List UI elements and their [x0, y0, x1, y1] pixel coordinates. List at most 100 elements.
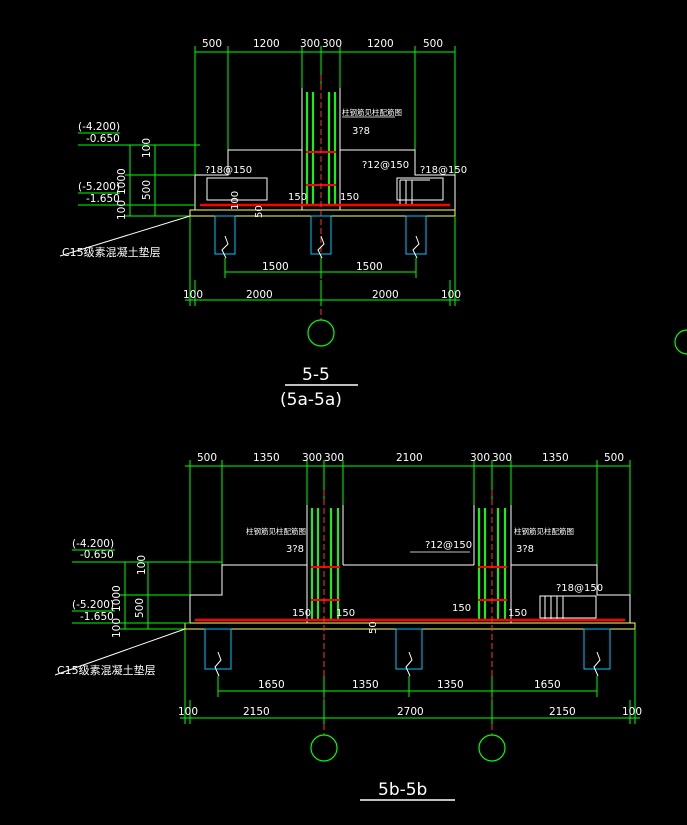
section-b-left-dim-3: 500: [134, 598, 146, 618]
section-b-column-bars-right: [478, 508, 506, 620]
section-a-stirrup-label: 3?8: [352, 126, 370, 137]
section-a-bedding-label: C15级素混凝土垫层: [62, 245, 161, 259]
section-a-hanger-bars: [399, 179, 430, 204]
section-b-bottom-dim-2: 2150: [243, 706, 270, 718]
section-b-pile-dim-lines: [217, 676, 598, 697]
section-b-level-1: (-4.200): [72, 538, 114, 550]
section-b-pile-breaks: [214, 651, 601, 677]
section-a-top-dim-3: 300: [300, 38, 320, 50]
section-b-title: 5b-5b: [378, 780, 427, 800]
section-b-bottom-dim-4: 2150: [549, 706, 576, 718]
section-b-pile-dim-4: 1650: [534, 679, 561, 691]
section-a-bedding-leader: [59, 215, 191, 257]
section-b-stirrup-left: 3?8: [286, 544, 304, 555]
section-b-left-dim-1: 100: [136, 555, 148, 575]
section-b-pile-dim-3: 1350: [437, 679, 464, 691]
section-b-left-dim-2: 1000: [111, 585, 123, 612]
section-b: 500 1350 300 300 2100 300 300 1350 500: [54, 452, 642, 801]
section-a-left-dim-4: 100: [116, 200, 128, 220]
section-a-pile-dim-2: 1500: [356, 261, 383, 273]
section-b-bedding: [184, 622, 636, 630]
section-b-bedding-leader: [54, 628, 186, 676]
section-a-left-dim-2: 1000: [116, 168, 128, 195]
section-a-cover-100: 100: [230, 191, 241, 210]
section-b-rebar-b: ?18@150: [556, 583, 603, 594]
section-a-column-bars: [306, 92, 336, 205]
section-b-cover-1: 150: [292, 608, 311, 619]
section-a-level-3: (-5.200): [78, 181, 120, 193]
section-b-top-dim-6: 300: [470, 452, 490, 464]
section-a-cover-50: 50: [254, 205, 265, 218]
section-a-cover-right: 150: [340, 192, 359, 203]
section-a-title: 5-5: [302, 365, 330, 385]
section-b-left-dim-4: 100: [111, 618, 123, 638]
section-b-level-lines: [72, 549, 222, 630]
section-b-cover-4: 150: [508, 608, 527, 619]
section-a-bottom-dim-3: 2000: [372, 289, 399, 301]
section-b-level-4: -1.650: [80, 611, 114, 623]
section-b-bottom-dim-1: 100: [178, 706, 198, 718]
section-b-stirrups: [311, 566, 507, 601]
section-b-cover-50: 50: [368, 621, 379, 634]
section-a-bottom-dim-lines: [185, 216, 460, 306]
section-b-stirrup-right: 3?8: [516, 544, 534, 555]
section-a-piles: [214, 215, 427, 255]
section-a-rebar-a: ?18@150: [205, 165, 252, 176]
section-a-subtitle: (5a-5a): [280, 390, 342, 410]
section-a-top-dim-6: 500: [423, 38, 443, 50]
section-a-bottom-dim-1: 100: [183, 289, 203, 301]
section-b-level-2: -0.650: [80, 549, 114, 561]
section-a-pile-breaks: [221, 235, 420, 259]
section-a-left-dim-1: 100: [141, 138, 153, 158]
section-a-top-dim-4: 300: [322, 38, 342, 50]
section-b-bottom-dim-3: 2700: [397, 706, 424, 718]
section-b-bottom-dim-lines: [180, 629, 640, 724]
section-a-top-dim-5: 1200: [367, 38, 394, 50]
section-b-top-dim-lines: [185, 460, 631, 595]
section-a-pile-dim-1: 1500: [262, 261, 289, 273]
section-a-left-dim-3: 500: [141, 180, 153, 200]
section-b-top-dim-5: 2100: [396, 452, 423, 464]
section-a-bottom-dim-2: 2000: [246, 289, 273, 301]
section-a-cover-left: 150: [288, 192, 307, 203]
section-a-level-1: (-4.200): [78, 121, 120, 133]
section-b-bottom-dim-5: 100: [622, 706, 642, 718]
section-b-top-dim-2: 1350: [253, 452, 280, 464]
section-b-top-dim-4: 300: [324, 452, 344, 464]
section-a-column-note: 柱钢筋见柱配筋图: [342, 107, 402, 117]
section-a-pile-dim-lines: [224, 258, 417, 278]
section-b-pile-dim-2: 1350: [352, 679, 379, 691]
section-a-level-2: -0.650: [86, 133, 120, 145]
section-b-footing-outline: [189, 505, 631, 624]
section-b-top-dim-8: 1350: [542, 452, 569, 464]
section-a-level-4: -1.650: [86, 193, 120, 205]
section-b-column-note-left: 柱钢筋见柱配筋图: [246, 526, 306, 536]
section-b-level-3: (-5.200): [72, 599, 114, 611]
section-a-top-dim-1: 500: [202, 38, 222, 50]
section-b-top-dim-9: 500: [604, 452, 624, 464]
section-b-bedding-label: C15级素混凝土垫层: [57, 663, 156, 677]
section-a-top-dim-2: 1200: [253, 38, 280, 50]
section-b-top-dim-7: 300: [492, 452, 512, 464]
section-a-bottom-dim-4: 100: [441, 289, 461, 301]
offpage-axis-bubble: [674, 329, 687, 355]
section-b-top-dim-1: 500: [197, 452, 217, 464]
section-b-column-note-right: 柱钢筋见柱配筋图: [514, 526, 574, 536]
section-b-cover-3: 150: [452, 603, 471, 614]
section-b-cover-2: 150: [336, 608, 355, 619]
section-a-level-lines: [78, 132, 200, 217]
section-a-rebar-b: ?12@150: [362, 160, 409, 171]
section-b-column-bars-left: [311, 508, 339, 620]
section-b-axis-bubble-right: [478, 734, 506, 762]
section-b-pile-dim-1: 1650: [258, 679, 285, 691]
section-a-axis-bubble: [307, 319, 335, 347]
section-b-hanger-bars: [544, 596, 564, 619]
section-b-piles: [204, 628, 611, 670]
section-b-rebar-a: ?12@150: [425, 540, 472, 551]
section-a: 500 1200 300 300 1200 500: [59, 38, 467, 410]
section-b-top-dim-3: 300: [302, 452, 322, 464]
section-a-top-dim-lines: [194, 46, 456, 175]
section-b-axis-bubble-left: [310, 734, 338, 762]
